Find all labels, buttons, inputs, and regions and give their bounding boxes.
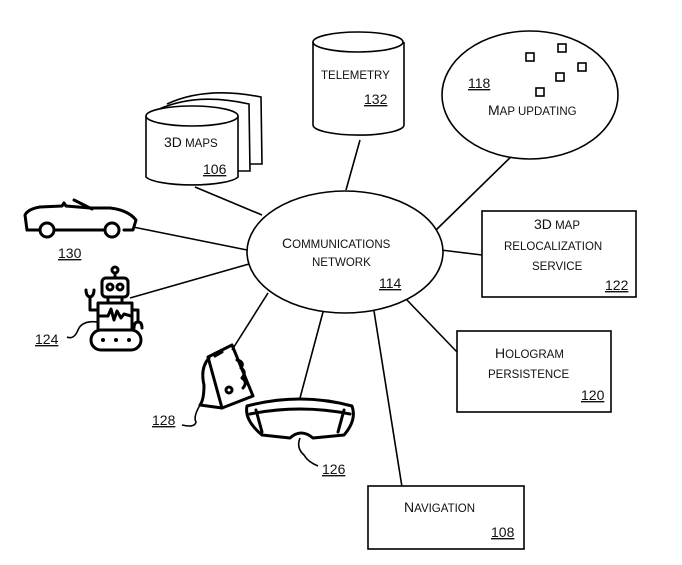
telemetry-label: TELEMETRY [321, 70, 390, 82]
relocalization-label-line2: RELOCALIZATION [504, 241, 602, 253]
communications-network-node[interactable]: COMMUNICATIONS NETWORK 114 [246, 190, 444, 314]
navigation-label: NAVIGATION [404, 499, 475, 515]
hologram-persistence-node[interactable]: HOLOGRAM PERSISTENCE 120 [456, 330, 612, 413]
link-relocalization [440, 249, 483, 256]
robot-icon [66, 265, 144, 352]
hologram-ref: 120 [581, 387, 605, 403]
hub-label-line1: COMMUNICATIONS [282, 235, 391, 251]
maps3d-ref: 106 [203, 161, 227, 177]
hologram-label-line2: PERSISTENCE [488, 369, 569, 381]
phone-node[interactable]: 128 [152, 343, 255, 428]
map-updating-ref: 118 [468, 75, 491, 91]
phone-ref: 128 [152, 412, 176, 428]
relocalization-label-line1: 3D MAP [534, 216, 580, 232]
hmd-goggles-icon [245, 397, 355, 467]
car-icon [23, 198, 138, 239]
link-maps3d [194, 186, 263, 216]
telemetry-ref: 132 [364, 91, 388, 107]
navigation-node[interactable]: NAVIGATION 108 [367, 485, 525, 550]
hmd-ref: 126 [322, 461, 346, 477]
maps3d-node[interactable]: 3D MAPS 106 [145, 92, 263, 186]
hologram-label-line1: HOLOGRAM [495, 345, 564, 361]
telemetry-node[interactable]: TELEMETRY 132 [312, 31, 405, 136]
car-ref: 130 [58, 245, 82, 261]
smartphone-in-hand-icon [181, 343, 255, 427]
car-node[interactable]: 130 [23, 198, 138, 261]
hmd-node[interactable]: 126 [245, 397, 355, 477]
database-icon [312, 31, 405, 136]
link-navigation [373, 310, 403, 488]
hub-ref: 114 [379, 275, 402, 291]
hub-label-line2: NETWORK [312, 257, 371, 269]
maps3d-label: 3D MAPS [164, 134, 218, 150]
link-hmd [299, 311, 324, 399]
relocalization-label-line3: SERVICE [532, 261, 583, 273]
connections [129, 139, 521, 488]
link-map-updating [435, 147, 521, 231]
database-stack-icon [145, 92, 263, 186]
link-robot [129, 263, 250, 299]
link-telemetry [345, 139, 361, 191]
map-updating-node[interactable]: 118 MAP UPDATING [441, 30, 619, 160]
map-updating-label: MAP UPDATING [488, 102, 577, 118]
link-car [132, 226, 248, 251]
relocalization-service-node[interactable]: 3D MAP RELOCALIZATION SERVICE 122 [481, 210, 637, 298]
robot-node[interactable]: 124 [35, 265, 144, 352]
navigation-ref: 108 [491, 524, 515, 540]
relocalization-ref: 122 [605, 277, 629, 293]
link-hologram [405, 298, 458, 353]
robot-ref: 124 [35, 331, 59, 347]
link-phone [231, 292, 269, 351]
point-cloud-icon [525, 43, 587, 97]
